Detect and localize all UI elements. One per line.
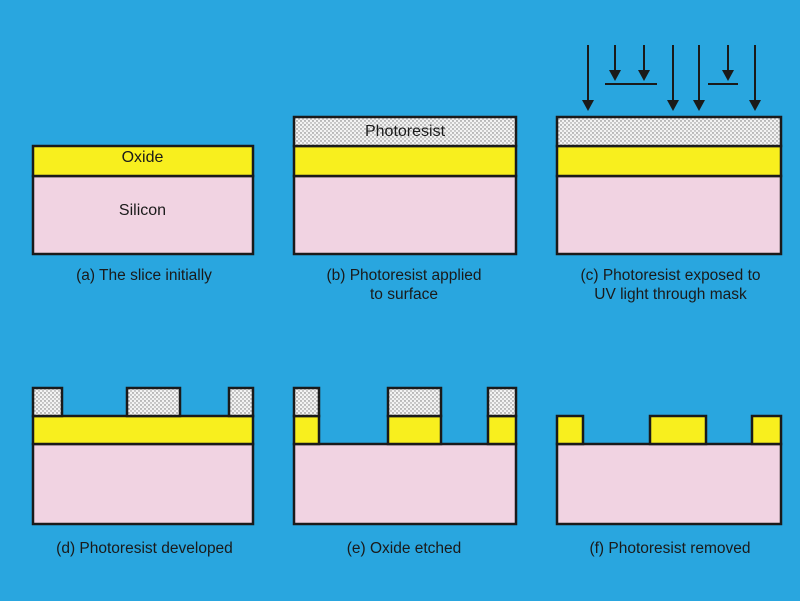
caption-f: (f) Photoresist removed: [550, 539, 790, 558]
silicon-layer-b: [292, 174, 518, 256]
caption-b-line-1: (b) Photoresist applied: [326, 267, 482, 284]
caption-c: (c) Photoresist exposed to UV light thro…: [548, 266, 793, 304]
caption-e-line-1: (e) Oxide etched: [346, 540, 462, 557]
photoresist-block-e-2: [386, 386, 443, 418]
caption-b-line-2: to surface: [369, 286, 439, 303]
caption-b: (b) Photoresist applied to surface: [286, 266, 522, 304]
uv-arrow-4-head: [667, 100, 679, 111]
oxide-block-e-2: [386, 414, 443, 446]
photoresist-block-d-3: [227, 386, 255, 418]
caption-c-line-2: UV light through mask: [594, 286, 747, 303]
caption-c-line-1: (c) Photoresist exposed to: [580, 267, 761, 284]
oxide-block-e-1: [292, 414, 321, 446]
caption-d-line-1: (d) Photoresist developed: [56, 540, 233, 557]
oxide-layer-a: [31, 144, 255, 178]
photoresist-label: Photoresist: [364, 123, 446, 140]
photoresist-layer-b: [292, 115, 518, 148]
silicon-layer-c: [555, 174, 783, 256]
oxide-block-f-1: [555, 414, 585, 446]
photoresist-block-d-1: [31, 386, 64, 418]
uv-arrow-1-head: [582, 100, 594, 111]
silicon-label: Silicon: [118, 202, 167, 219]
uv-arrow-5-head: [693, 100, 705, 111]
oxide-block-f-3: [750, 414, 783, 446]
oxide-layer-c: [555, 144, 783, 178]
caption-d: (d) Photoresist developed: [22, 539, 267, 558]
photoresist-block-e-1: [292, 386, 321, 418]
silicon-layer-e: [292, 442, 518, 526]
photoresist-layer-c: [555, 115, 783, 148]
uv-arrow-7-head: [749, 100, 761, 111]
silicon-layer-a: [31, 174, 255, 256]
caption-e: (e) Oxide etched: [286, 539, 522, 558]
oxide-layer-d: [31, 414, 255, 446]
oxide-layer-b: [292, 144, 518, 178]
caption-f-line-1: (f) Photoresist removed: [589, 540, 751, 557]
silicon-layer-f: [555, 442, 783, 526]
oxide-block-f-2: [648, 414, 708, 446]
photoresist-block-d-2: [125, 386, 182, 418]
oxide-label: Oxide: [121, 149, 164, 166]
photoresist-block-e-3: [486, 386, 518, 418]
silicon-layer-d: [31, 442, 255, 526]
caption-a: (a) The slice initially: [28, 266, 260, 285]
uv-arrow-3-head: [638, 70, 650, 81]
caption-a-line-1: (a) The slice initially: [76, 267, 212, 284]
uv-arrow-6-head: [722, 70, 734, 81]
oxide-block-e-3: [486, 414, 518, 446]
uv-arrow-2-head: [609, 70, 621, 81]
